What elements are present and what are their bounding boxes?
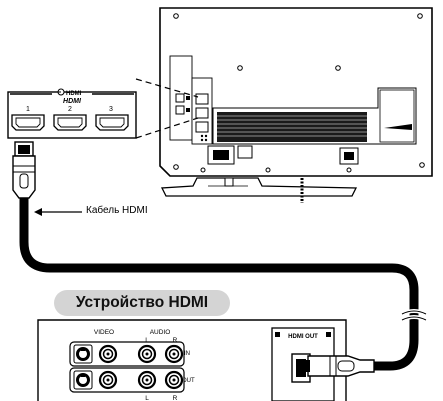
audio-right-label-bottom: R xyxy=(173,395,178,401)
hdmi-port-number-1: 1 xyxy=(26,106,30,113)
hdmi-port-number-2: 2 xyxy=(68,106,72,113)
video-jack-out[interactable] xyxy=(98,370,118,390)
hdmi-cable xyxy=(19,190,427,371)
hdmi-input-panel: HDMI HDMI 1 2 3 xyxy=(7,88,137,139)
audio-right-jack-in[interactable] xyxy=(164,344,184,364)
out-label: OUT xyxy=(182,378,195,384)
hdmi-logo: HDMI xyxy=(63,98,82,105)
s-video-jack-out[interactable] xyxy=(73,370,93,390)
device-title: Устройство HDMI xyxy=(54,290,230,316)
audio-right-label-top: R xyxy=(173,337,178,344)
audio-left-jack-out[interactable] xyxy=(137,370,157,390)
hdmi-port-1[interactable] xyxy=(11,114,45,131)
cable-label: Кабель HDMI xyxy=(86,205,148,216)
video-label: VIDEO xyxy=(94,329,114,336)
cable-pointer-arrow xyxy=(34,208,82,216)
hdmi-port-number-3: 3 xyxy=(109,106,113,113)
hdmi-port-2[interactable] xyxy=(53,114,87,131)
s-video-jack-in[interactable] xyxy=(73,344,93,364)
audio-left-jack-in[interactable] xyxy=(137,344,157,364)
video-jack-in[interactable] xyxy=(98,344,118,364)
hdmi-device: VIDEO AUDIO L R L R IN OUT xyxy=(37,319,347,401)
hdmi-plug-device xyxy=(302,355,375,377)
in-label: IN xyxy=(184,351,190,357)
audio-right-jack-out[interactable] xyxy=(164,370,184,390)
hdmi-port-3[interactable] xyxy=(95,114,129,131)
hdmi-panel-header: HDMI xyxy=(66,91,82,97)
zoom-guide-lines xyxy=(135,78,199,139)
hdmi-out-label: HDMI OUT xyxy=(288,334,318,340)
hdmi-input-icon xyxy=(57,88,65,96)
audio-left-label-top: L xyxy=(145,337,149,344)
hdmi-plug-icon xyxy=(12,141,36,199)
cable-break-icon xyxy=(401,309,427,322)
audio-label: AUDIO xyxy=(150,329,171,336)
tv-rear-view xyxy=(135,7,433,203)
audio-left-label-bottom: L xyxy=(145,395,149,401)
